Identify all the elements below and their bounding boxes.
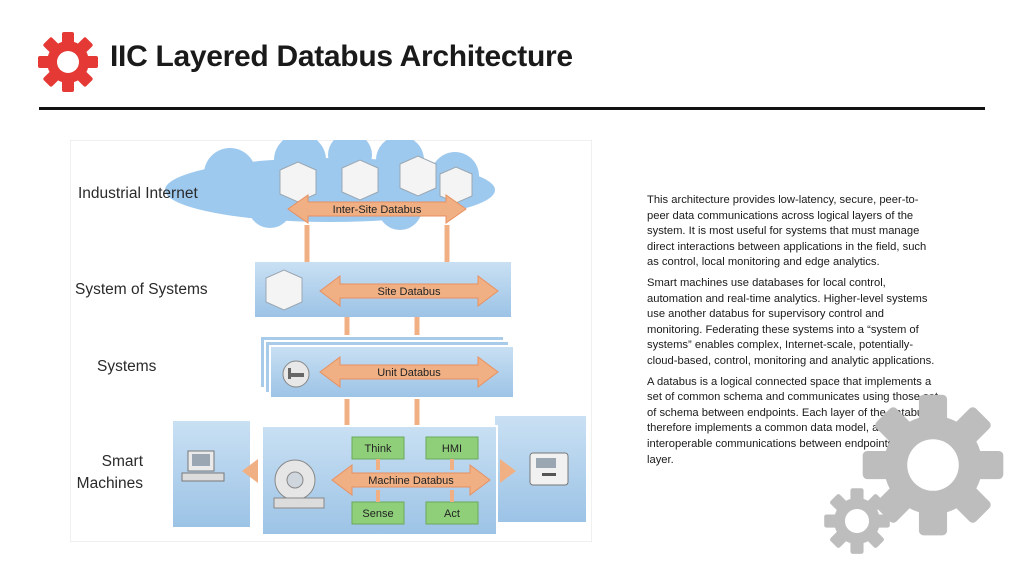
site-arrow	[319, 275, 499, 307]
title-divider	[39, 107, 985, 110]
sense-label: Sense	[362, 508, 393, 520]
layer-label-industrial-internet: Industrial Internet	[78, 185, 198, 202]
layer-label-smart-machines: Smart Machines	[76, 453, 143, 492]
gear-icon	[38, 32, 98, 92]
building-icon	[265, 269, 303, 311]
medical-scanner-icon	[273, 459, 325, 509]
layer-label-systems: Systems	[97, 358, 157, 375]
description-paragraph: A databus is a logical connected space t…	[647, 375, 939, 466]
inter-site-databus-label: Inter-Site Databus	[333, 204, 422, 216]
act-label: Act	[444, 508, 460, 520]
machine-internal-connectors	[376, 459, 454, 502]
infusion-monitor-icon	[529, 452, 569, 486]
diagram-graphic: Inter-Site Databus Site Databus Unit Dat…	[70, 140, 592, 542]
gear-icon	[862, 394, 1004, 536]
machine-databus-label: Machine Databus	[368, 475, 454, 487]
inter-site-arrow	[287, 194, 467, 224]
architecture-diagram: Inter-Site Databus Site Databus Unit Dat…	[70, 140, 592, 542]
description-text: This architecture provides low-latency, …	[647, 193, 939, 473]
computer-workstation-icon	[181, 450, 225, 482]
machine-arrow	[331, 464, 491, 496]
building-icon	[279, 155, 473, 204]
unit-arrow	[319, 356, 499, 388]
description-paragraph: This architecture provides low-latency, …	[647, 194, 927, 269]
hmi-label: HMI	[442, 443, 462, 455]
think-label: Think	[365, 443, 392, 455]
layer-label-system-of-systems: System of Systems	[75, 281, 208, 298]
right-side-arrow	[500, 459, 516, 483]
slide-title: IIC Layered Databus Architecture	[110, 40, 573, 73]
patient-bed-icon	[282, 360, 310, 388]
gear-icon	[824, 488, 890, 554]
left-side-arrow	[242, 459, 258, 483]
site-databus-label: Site Databus	[378, 286, 441, 298]
unit-databus-label: Unit Databus	[377, 367, 441, 379]
description-paragraph: Smart machines use databases for local c…	[647, 276, 935, 367]
